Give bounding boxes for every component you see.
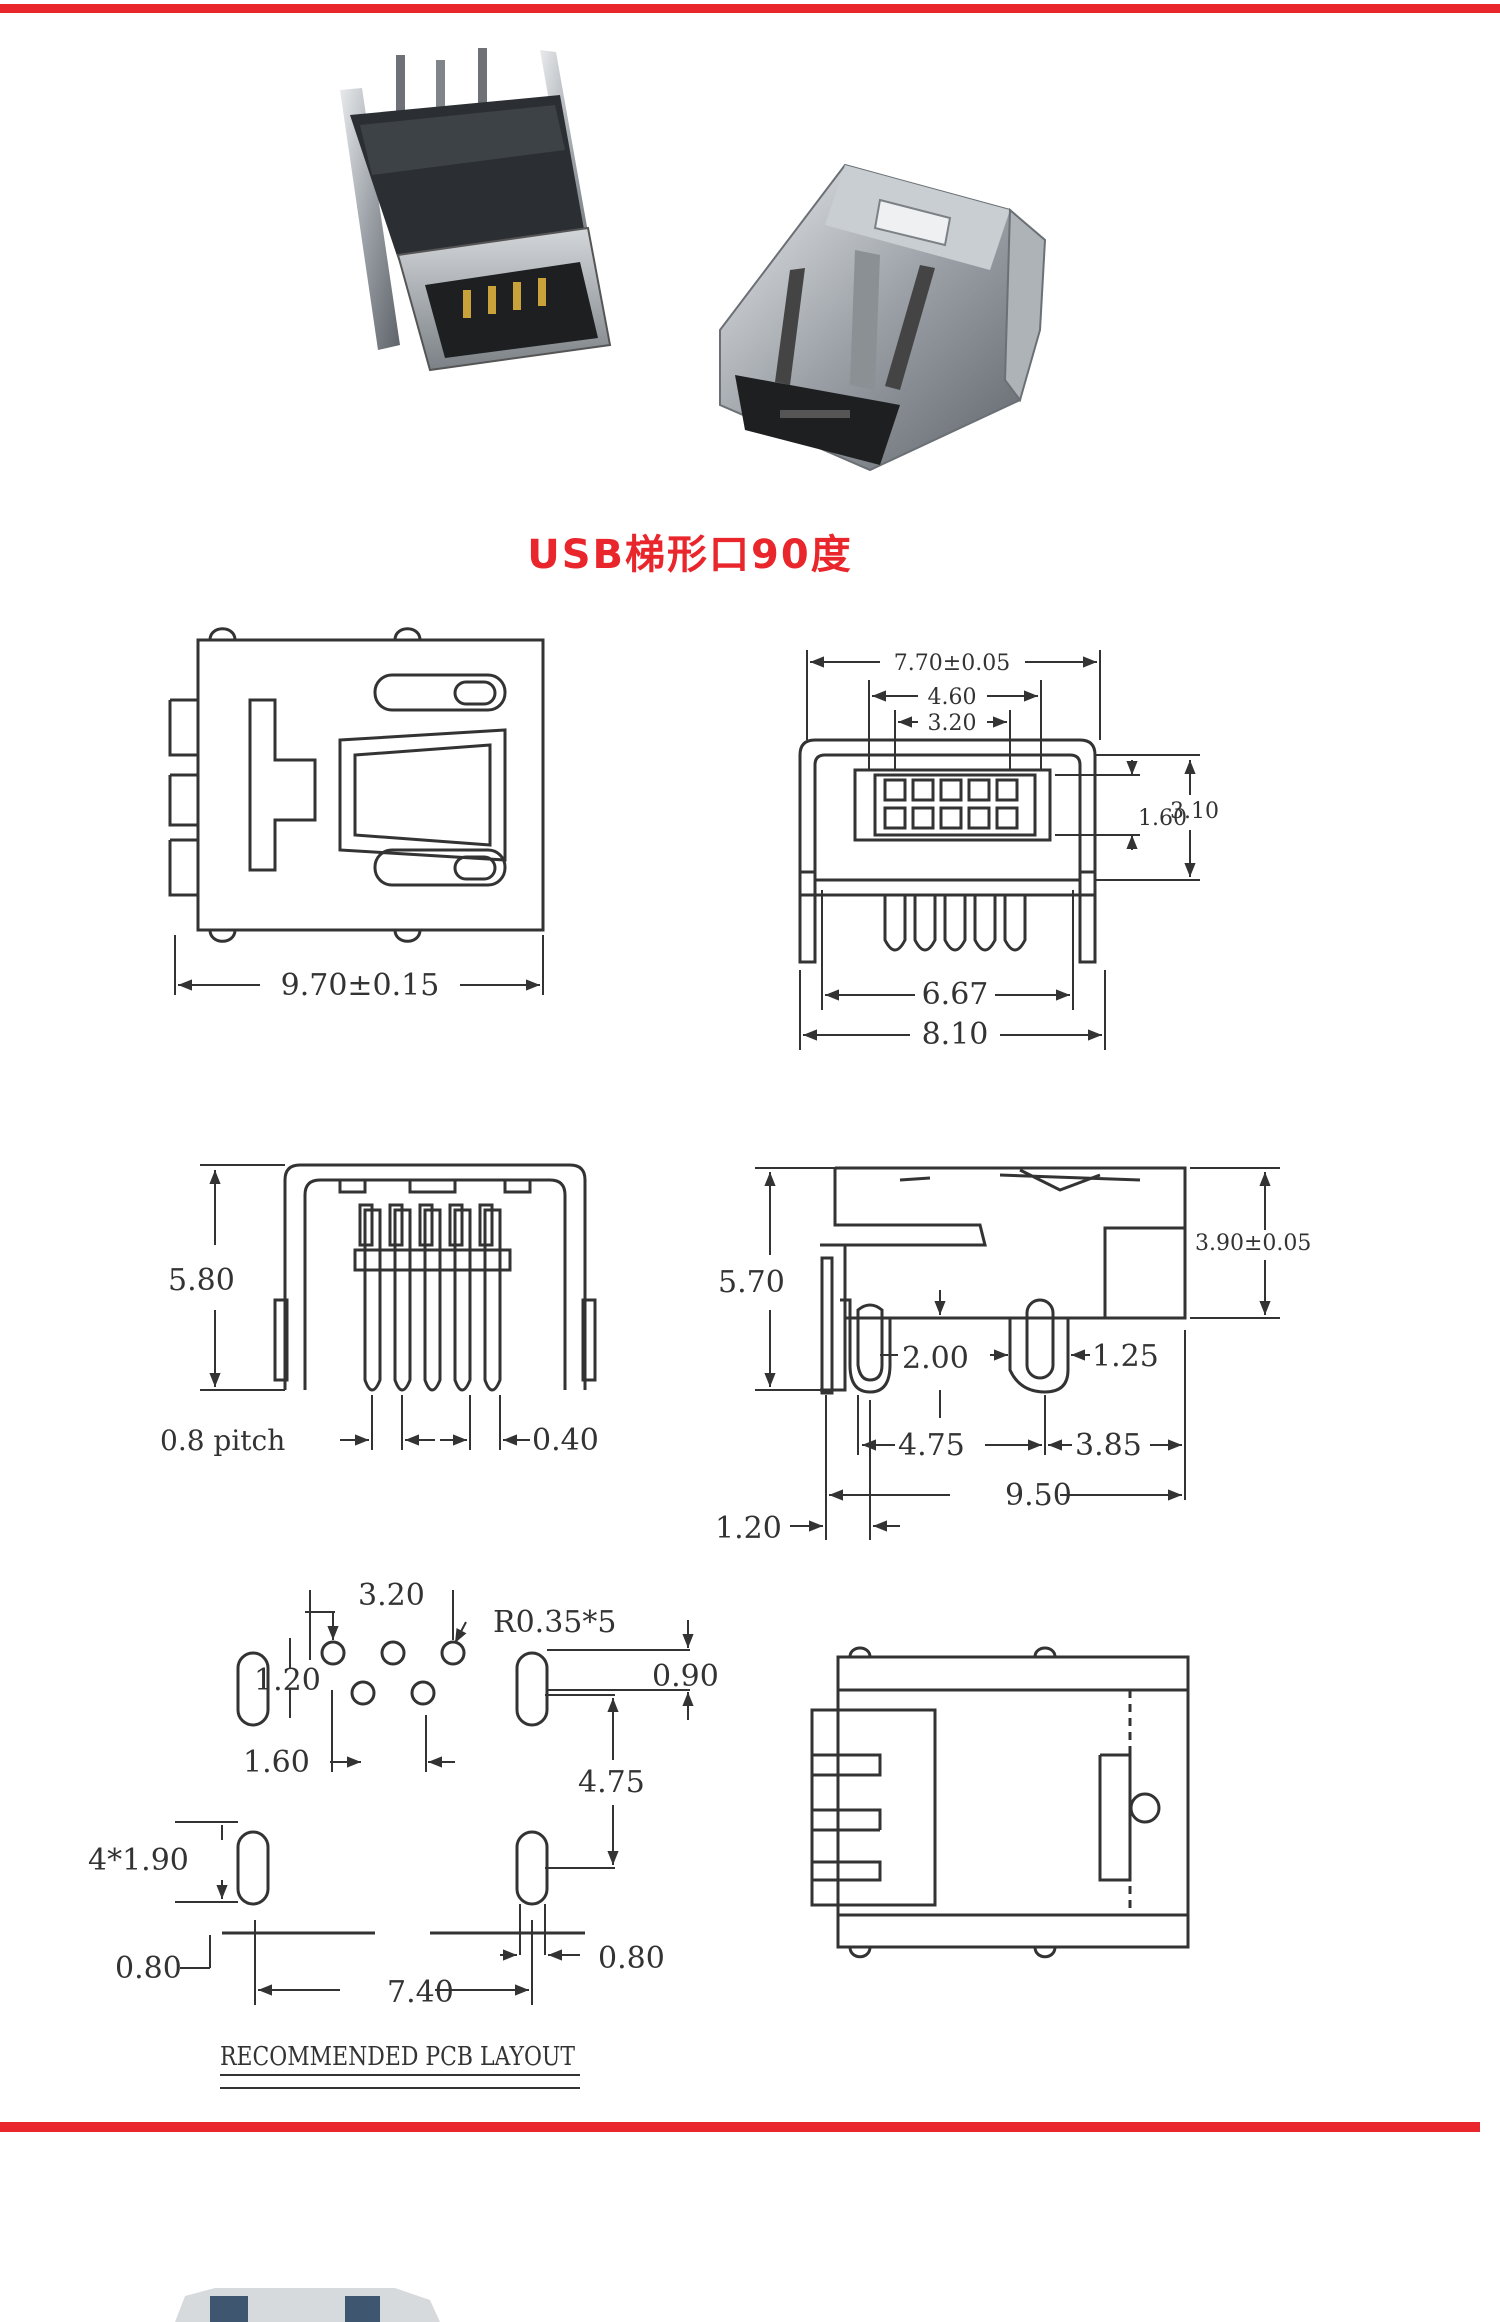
dim-label: R0.35*5 (493, 1605, 616, 1640)
dim-label: 8.10 (922, 1017, 989, 1052)
dim-label: 4.60 (928, 685, 977, 710)
dim-label: 3.20 (928, 711, 977, 736)
connector-photo-silver (719, 163, 1047, 472)
side-view-drawing (820, 1166, 1187, 1395)
dim-label: 5.80 (168, 1263, 235, 1298)
dim-label: 9.70±0.15 (281, 968, 440, 1003)
top-view-drawing (168, 627, 545, 943)
dim-label: 1.60 (243, 1745, 310, 1780)
dim-label: 1.20 (254, 1663, 321, 1698)
dim-label: 7.40 (387, 1975, 454, 2010)
connector-photo-black (340, 48, 612, 372)
front-view-dims: 7.70±0.05 4.60 3.20 1.60 3.10 6.67 8.10 (799, 650, 1219, 1052)
dim-label: 1.20 (715, 1511, 782, 1546)
dim-label: 2.00 (902, 1341, 969, 1376)
next-product-photo (175, 2288, 440, 2322)
bottom-red-rule (0, 2122, 1480, 2132)
top-red-rule (0, 4, 1500, 13)
dim-label: 7.70±0.05 (894, 651, 1010, 676)
dim-label: 4.75 (578, 1765, 645, 1800)
side-view-dims: 3.90±0.05 5.70 2.00 1.25 4.75 3.85 9.50 … (715, 1167, 1311, 1546)
rear-view-dims: 5.80 0.8 pitch 0.40 (160, 1164, 599, 1458)
dim-label: 3.90±0.05 (1195, 1231, 1311, 1256)
dim-label: 0.8 pitch (160, 1424, 285, 1457)
rear-view-drawing (273, 1163, 597, 1392)
front-view-drawing (798, 738, 1097, 964)
dim-label: 0.80 (598, 1941, 665, 1976)
dim-label: 3.85 (1075, 1428, 1142, 1463)
dim-label: 9.50 (1005, 1478, 1072, 1513)
page-title: USB梯形口90度 (527, 532, 852, 578)
dim-label: 3.20 (358, 1578, 425, 1613)
dim-label: 0.40 (532, 1423, 599, 1458)
dim-label: 5.70 (718, 1265, 785, 1300)
dim-label: 0.90 (652, 1659, 719, 1694)
dim-label: 4.75 (898, 1428, 965, 1463)
dim-label: 1.25 (1092, 1339, 1159, 1374)
dim-label: 6.67 (922, 977, 989, 1012)
top-view-dim-width: 9.70±0.15 (174, 935, 544, 1003)
bottom-view-drawing (810, 1646, 1190, 1959)
dim-label: 0.80 (115, 1951, 182, 1986)
dim-label: 4*1.90 (88, 1843, 189, 1878)
dim-label: 3.10 (1170, 799, 1219, 824)
pcb-caption: RECOMMENDED PCB LAYOUT (220, 2042, 576, 2072)
pcb-layout-dims: 3.20 R0.35*5 1.20 0.90 1.60 4.75 4*1.90 … (88, 1578, 719, 2089)
dim-label: 1.60 (1138, 806, 1187, 831)
